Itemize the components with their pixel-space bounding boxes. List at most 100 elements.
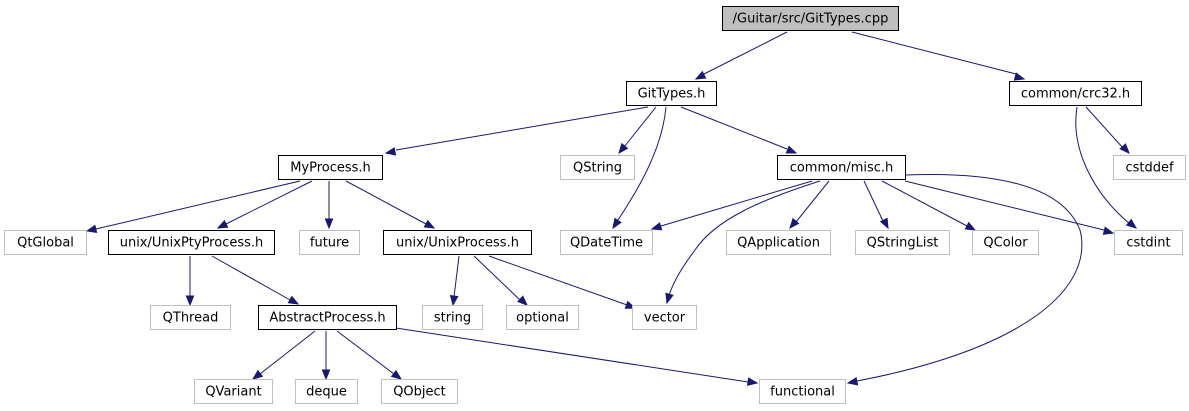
edge-line	[703, 31, 788, 75]
edge-line	[453, 255, 460, 298]
arrowhead	[423, 219, 436, 229]
node-label: optional	[516, 311, 569, 326]
node-label: common/crc32.h	[1021, 87, 1130, 102]
arrowhead	[384, 147, 397, 156]
edge-misc_h-to-cstdint	[904, 180, 1115, 235]
edge-root-to-crc32_h	[851, 31, 1026, 81]
arrowhead	[287, 295, 300, 305]
edge-line	[851, 31, 1017, 75]
edge-line	[1085, 106, 1124, 149]
node-label: QDateTime	[570, 236, 643, 251]
arrowhead	[785, 145, 798, 154]
edge-line	[795, 180, 830, 223]
edge-gittypes_h-to-myprocess_h	[384, 106, 649, 156]
node-label: common/misc.h	[790, 161, 894, 176]
node-unixpty-h[interactable]: unix/UnixPtyProcess.h	[108, 230, 275, 255]
node-box	[506, 305, 579, 330]
edge-crc32_h-to-cstddef	[1085, 106, 1130, 154]
arrowhead	[1125, 218, 1138, 229]
edge-line	[395, 106, 649, 151]
edge-misc_h-to-qcolor	[881, 180, 977, 231]
node-qstring: QString	[560, 155, 635, 180]
edge-abstractprocess_h-to-qvariant	[251, 330, 316, 380]
arrowhead	[612, 217, 622, 230]
edge-line	[473, 255, 521, 301]
arrowhead	[517, 295, 528, 306]
edge-line	[668, 180, 821, 297]
node-box	[722, 6, 899, 31]
node-cstddef: cstddef	[1113, 155, 1186, 180]
node-qapplication: QApplication	[726, 230, 831, 255]
node-abstractprocess-h[interactable]: AbstractProcess.h	[258, 305, 397, 330]
arrowhead	[618, 142, 629, 155]
edge-line	[345, 180, 427, 225]
arrowhead	[185, 295, 195, 307]
node-label: GitTypes.h	[638, 87, 706, 102]
edge-misc_h-to-vector	[665, 180, 821, 305]
node-label: QApplication	[737, 236, 820, 251]
node-functional: functional	[759, 379, 846, 404]
edge-line	[863, 180, 884, 222]
node-label: QVariant	[205, 385, 261, 400]
node-label: future	[310, 236, 349, 251]
edge-unixpty_h-to-qthread	[185, 256, 195, 307]
node-crc32-h[interactable]: common/crc32.h	[1009, 81, 1142, 106]
node-label: functional	[770, 385, 835, 400]
node-box	[632, 305, 697, 330]
node-qstringlist: QStringList	[855, 230, 950, 255]
node-box	[194, 379, 273, 404]
node-box	[1114, 230, 1183, 255]
arrowhead	[85, 224, 98, 234]
edge-abstractprocess_h-to-deque	[321, 331, 331, 381]
edges-layer	[85, 31, 1138, 386]
node-box	[777, 155, 906, 180]
node-box	[381, 379, 458, 404]
node-qtglobal: QtGlobal	[4, 230, 87, 255]
arrowhead	[846, 376, 859, 386]
node-label: QThread	[163, 311, 219, 326]
arrowhead	[665, 292, 674, 305]
node-box	[626, 81, 717, 106]
node-box	[108, 230, 275, 255]
arrowhead	[324, 218, 334, 230]
node-label: QStringList	[867, 236, 939, 251]
node-qobject: QObject	[381, 379, 458, 404]
node-qdatetime: QDateTime	[560, 230, 653, 255]
arrowhead	[1013, 72, 1026, 81]
node-box	[560, 155, 635, 180]
node-label: deque	[306, 385, 347, 400]
node-unixprocess-h[interactable]: unix/UnixProcess.h	[383, 230, 532, 255]
node-qthread: QThread	[150, 305, 231, 330]
node-future: future	[299, 230, 360, 255]
node-label: /Guitar/src/GitTypes.cpp	[733, 12, 889, 27]
node-label: unix/UnixProcess.h	[396, 236, 519, 251]
edge-line	[623, 106, 657, 148]
node-box	[972, 230, 1039, 255]
arrowhead	[216, 219, 229, 229]
node-string: string	[422, 305, 483, 330]
node-box	[1009, 81, 1142, 106]
node-label: QColor	[983, 236, 1028, 251]
node-gittypes-h[interactable]: GitTypes.h	[626, 81, 717, 106]
edge-line	[1075, 106, 1131, 225]
edge-misc_h-to-qapplication	[789, 180, 830, 230]
node-box	[383, 230, 532, 255]
node-box	[1113, 155, 1186, 180]
node-box	[278, 155, 383, 180]
node-root[interactable]: /Guitar/src/GitTypes.cpp	[722, 6, 899, 31]
node-cstdint: cstdint	[1114, 230, 1183, 255]
node-box	[4, 230, 87, 255]
node-optional: optional	[506, 305, 579, 330]
edge-line	[680, 106, 788, 150]
node-label: vector	[644, 311, 686, 326]
edge-gittypes_h-to-qdatetime	[612, 106, 667, 230]
arrowhead	[789, 217, 800, 230]
node-myprocess-h[interactable]: MyProcess.h	[278, 155, 383, 180]
node-label: MyProcess.h	[290, 161, 371, 176]
node-misc-h[interactable]: common/misc.h	[777, 155, 906, 180]
edge-line	[259, 330, 316, 375]
node-vector: vector	[632, 305, 697, 330]
node-box	[726, 230, 831, 255]
node-box	[855, 230, 950, 255]
